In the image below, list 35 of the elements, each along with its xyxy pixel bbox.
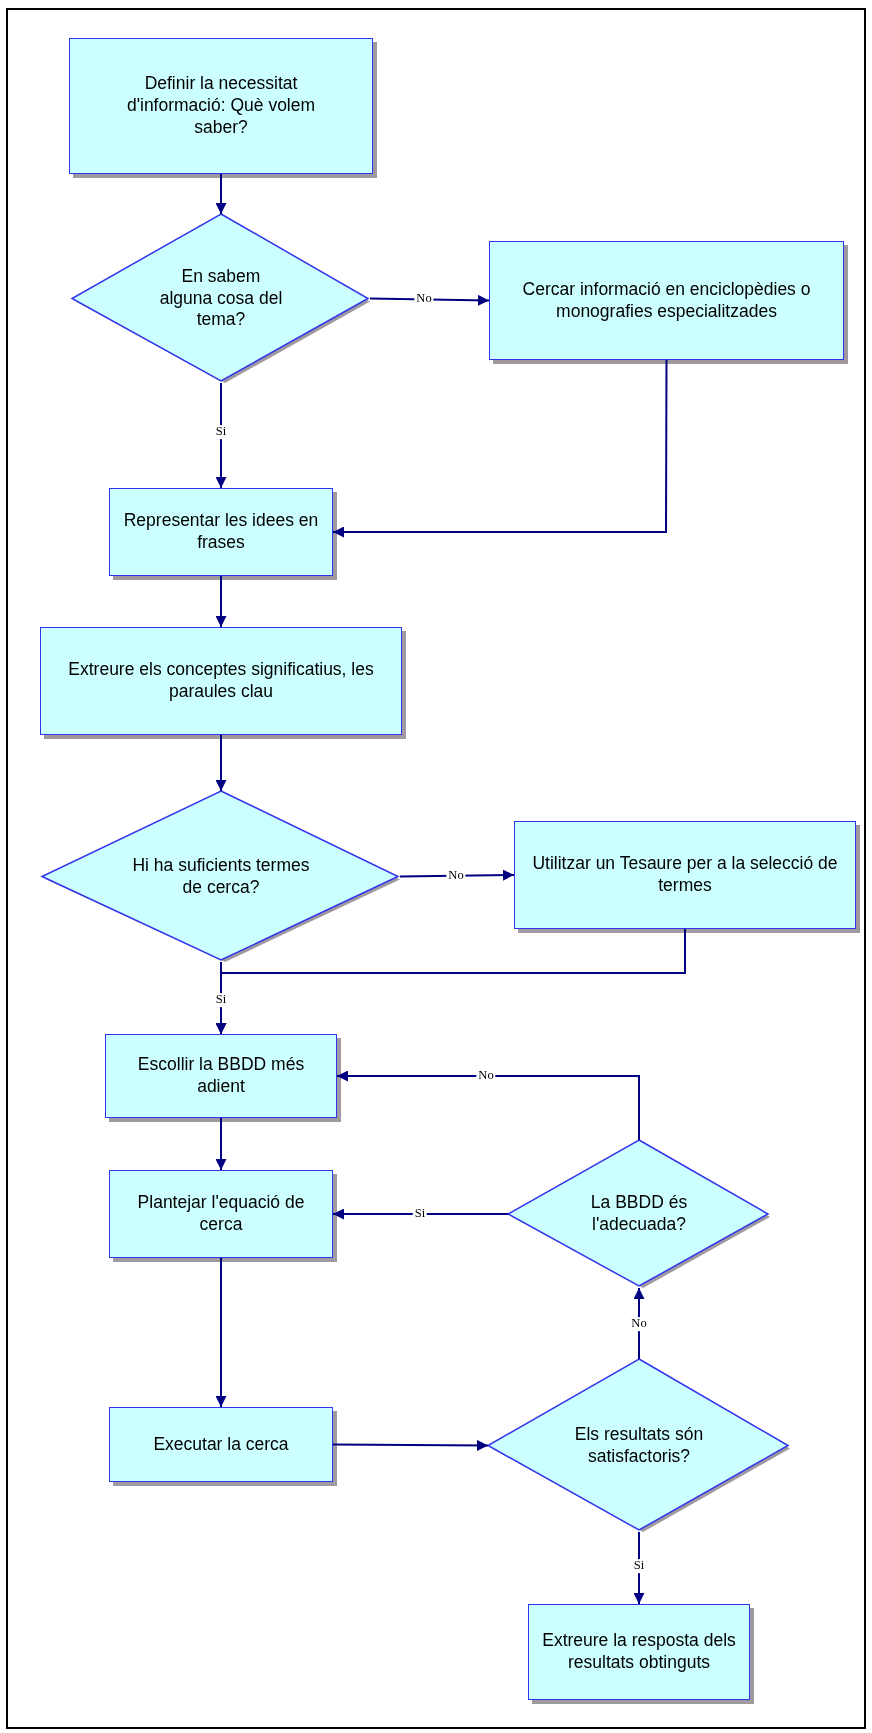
step-text: Extreure els conceptes significatius, les paraules clau	[67, 659, 375, 703]
arrow	[215, 928, 686, 1035]
decision-diamond	[508, 1140, 770, 1288]
decision-diamond	[42, 791, 400, 962]
decision-text: Hi ha suficients termes de cerca?	[131, 854, 311, 899]
arrow	[215, 1117, 227, 1171]
decision-diamond	[488, 1359, 790, 1532]
decision-text: Els resultats són satisfactoris?	[573, 1423, 705, 1468]
step-text: Extreure la resposta dels resultats obtinguts	[541, 1630, 737, 1674]
step-text: Cercar informació en enciclopèdies o monografies especialitzades	[521, 278, 812, 323]
arrow	[332, 359, 668, 538]
step-text: Plantejar l'equació de cerca	[136, 1192, 306, 1236]
arrow	[215, 734, 227, 792]
arrow	[336, 1070, 640, 1141]
step-text: Utilitzar un Tesaure per a la selecció de termes	[531, 853, 839, 897]
step-text: Escollir la BBDD més adient	[136, 1054, 306, 1098]
edge-label: No	[629, 1317, 649, 1331]
edge-label: Si	[213, 993, 229, 1007]
edge-label: Si	[213, 425, 229, 439]
arrow	[215, 382, 227, 489]
edge-label: Si	[631, 1559, 647, 1573]
decision-text: En sabem alguna cosa del tema?	[158, 265, 284, 332]
arrow	[332, 1439, 489, 1451]
decision-text: La BBDD és l'adecuada?	[589, 1192, 689, 1236]
arrow	[215, 575, 227, 628]
arrow	[633, 1287, 645, 1360]
arrow	[215, 1257, 227, 1408]
decision-diamond	[72, 214, 370, 383]
step-text: Executar la cerca	[153, 1433, 289, 1456]
step-text: Representar les idees en frases	[122, 510, 320, 554]
arrow	[369, 294, 490, 306]
step-text: Definir la necessitat d'informació: Què volem saber?	[126, 73, 316, 139]
arrow	[399, 869, 515, 881]
arrow	[215, 173, 227, 215]
arrow	[332, 1208, 509, 1220]
